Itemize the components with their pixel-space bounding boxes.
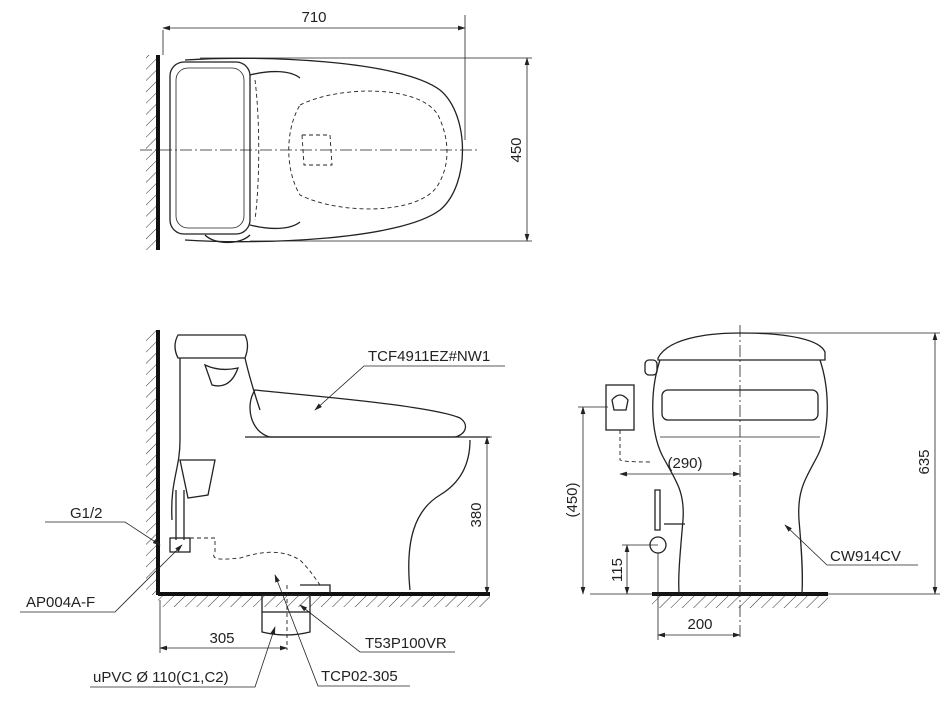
side-lever [644,359,658,376]
valve-top [204,234,251,244]
dim-supply-offset: 200 [687,616,712,633]
leader-pipe [90,626,276,688]
wall-hatch [146,55,156,250]
bowl-rim-hidden [288,90,448,210]
plug-icon [611,394,629,411]
label-valve-thread: G1/2 [70,505,103,522]
dim-seat-height: 380 [468,502,485,527]
angle-valve [169,537,191,553]
label-seat-model: TCF4911EZ#NW1 [368,348,490,365]
dim-outlet-height: (450) [564,482,581,517]
leader-drain [299,604,455,653]
supply-hose [654,489,661,531]
flange-outline [300,584,331,594]
washlet-seat [249,389,467,438]
seat-hinge [249,70,301,230]
leader-valve [20,544,183,613]
drain-hidden [301,134,333,166]
tank-body [171,357,261,521]
tank-lid [175,67,245,229]
dim-rough-in: 305 [209,630,234,647]
dim-length: 710 [301,9,326,26]
dim-total-height: 635 [916,449,933,474]
tank-lid [657,332,826,361]
tank-inlet [179,459,216,499]
label-drain-model: T53P100VR [365,635,447,652]
tank-lid [174,334,249,359]
leader-thread [45,521,161,546]
label-flange-model: TCP02-305 [321,668,398,685]
tank-outline [169,61,251,235]
leader-seat [314,365,505,411]
power-outlet [605,384,635,431]
trap-hidden [190,537,321,586]
floor-hatch [158,595,490,607]
cord-hidden [619,430,651,463]
dim-outlet-offset: (290) [667,455,702,472]
wall-hatch [146,330,156,595]
front-view: 635 (450) 115 (290) 200 CW914CV [564,325,940,640]
bowl-body [652,359,828,594]
drain-pipe [261,612,311,636]
supply-hose [175,490,185,540]
flush-lever [203,363,240,387]
label-valve-model: AP004A-F [26,594,95,611]
hidden-line [254,79,260,221]
top-view: 710 450 [140,9,532,250]
dim-width: 450 [508,137,525,162]
leader-flange [274,574,410,687]
drain-flange [261,594,311,613]
bowl-front [245,436,490,591]
label-drain-pipe: uPVC Ø 110(C1,C2) [93,669,229,686]
label-bowl-model: CW914CV [830,548,901,565]
side-view: 380 305 TCF4911EZ#NW1 G1/2 AP004A-F T53P… [20,330,505,688]
leader-bowl [784,524,918,566]
dim-supply-height: 115 [609,558,626,582]
